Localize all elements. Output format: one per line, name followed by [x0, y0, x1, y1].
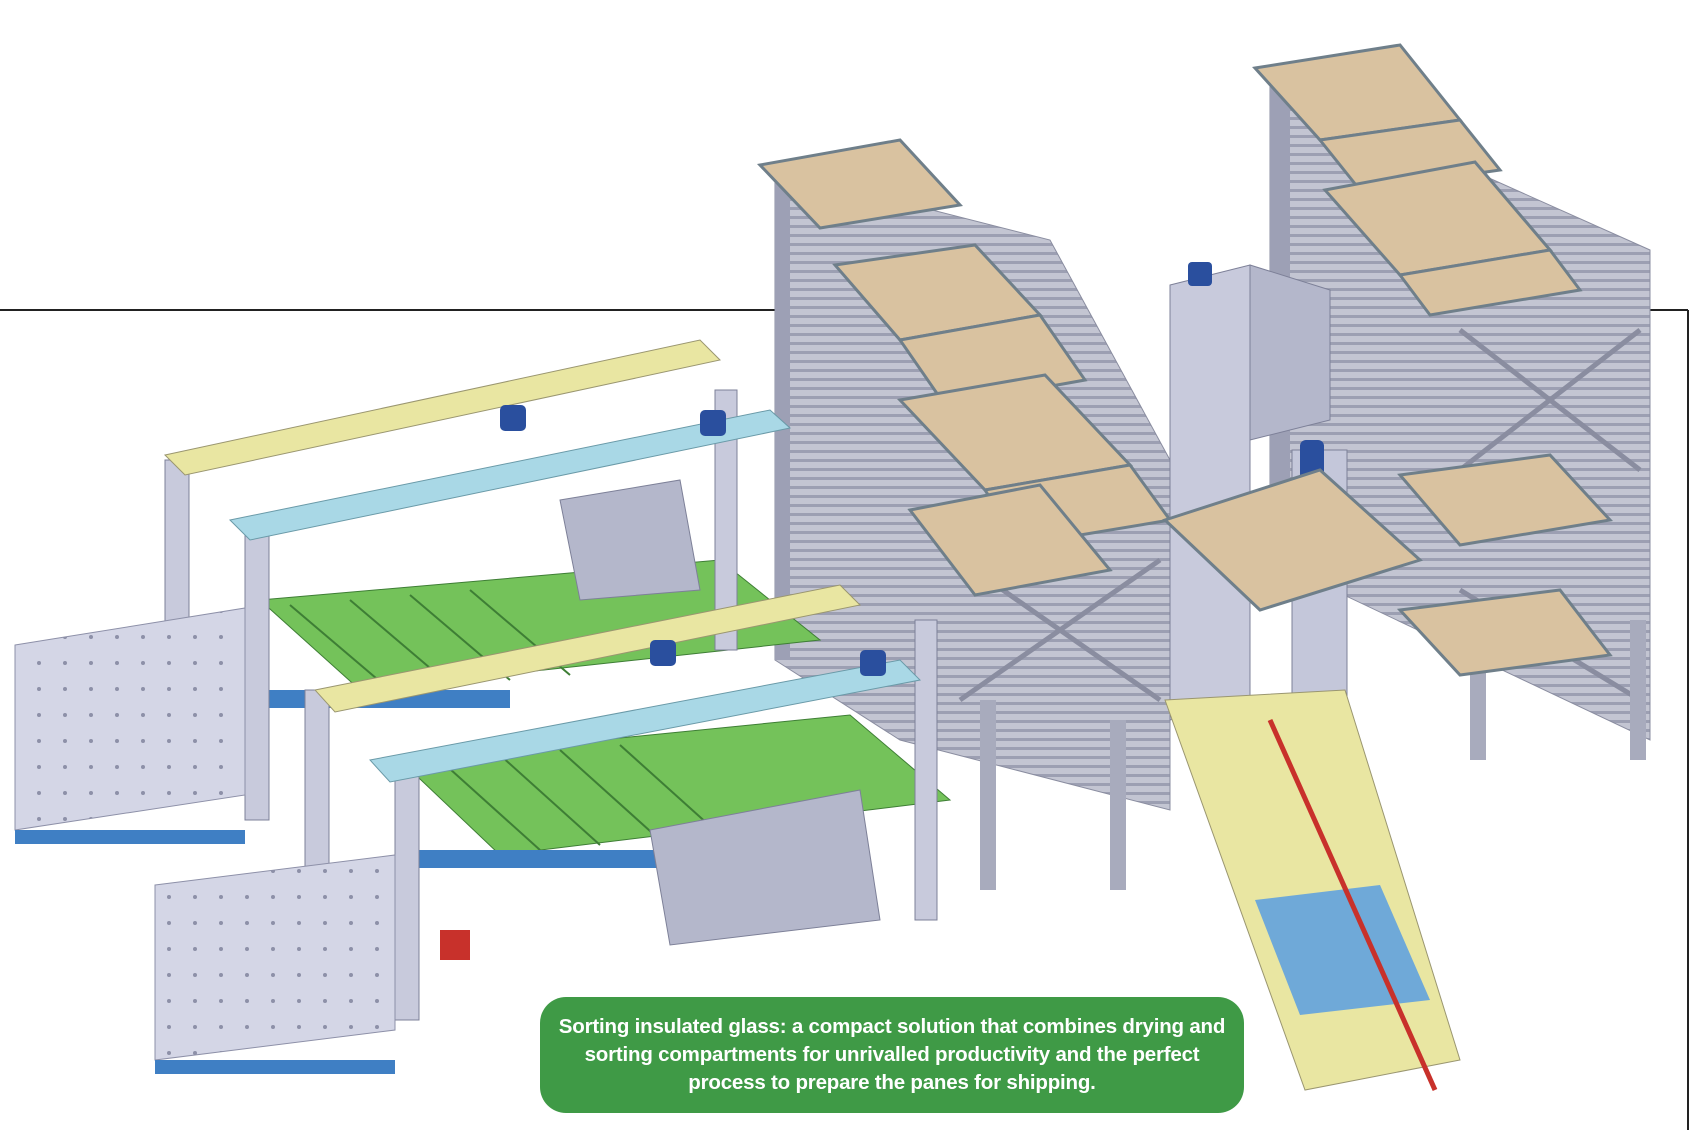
gantry-front: [304, 584, 952, 1021]
lift-tower: [1162, 262, 1461, 1092]
loading-board-back: [14, 607, 246, 844]
loading-board-front: [154, 854, 396, 1074]
caption-text: Sorting insulated glass: a compact solut…: [558, 1015, 1226, 1094]
caption-box: Sorting insulated glass: a compact solut…: [540, 997, 1244, 1113]
